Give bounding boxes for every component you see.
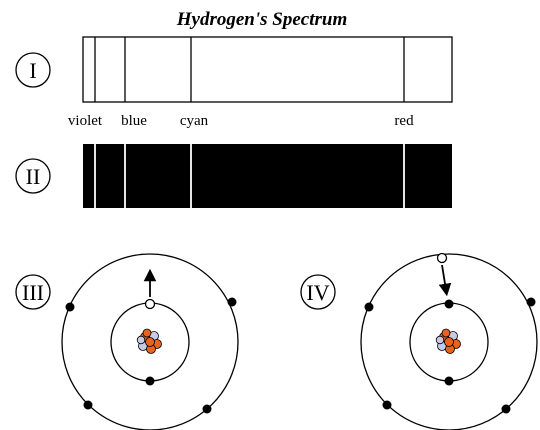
panel-iv: IV [300,252,538,430]
panel-iii-label: III [22,280,44,305]
electron [382,400,392,410]
electron [444,376,454,386]
electron [501,404,511,414]
diagram-title: Hydrogen's Spectrum [176,9,347,30]
panel-i-label: I [29,58,36,83]
panel-iii: III [15,253,239,430]
panel-i: I [15,36,453,103]
panel-ii-label: II [26,164,41,189]
cyan-label: cyan [180,113,209,129]
outer-orbit [61,253,239,430]
nucleus [136,328,162,354]
panel-ii-badge [15,158,51,194]
red-label: red [394,113,414,129]
violet-label: violet [68,113,103,129]
panel-i-badge [15,52,51,88]
electron [65,302,75,312]
electron [83,400,93,410]
fall-down-arrow [438,264,452,297]
electron [227,297,237,307]
electron [444,299,454,309]
spectrum-line-labels: violet blue cyan red [68,113,414,129]
vacated-electron-position [144,298,156,310]
panel-iv-label: IV [306,280,329,305]
electron [364,302,374,312]
panel-ii: II [15,144,452,208]
spectrum-strip-black [83,144,452,208]
panel-iv-badge [300,274,336,310]
electron [526,297,536,307]
outer-orbit [360,253,538,430]
panel-iii-badge [15,274,51,310]
electron [202,404,212,414]
electron [145,376,155,386]
vacated-electron-position [436,252,448,264]
spectrum-strip-white [82,36,453,103]
nucleus [435,328,461,354]
blue-label: blue [121,113,147,129]
